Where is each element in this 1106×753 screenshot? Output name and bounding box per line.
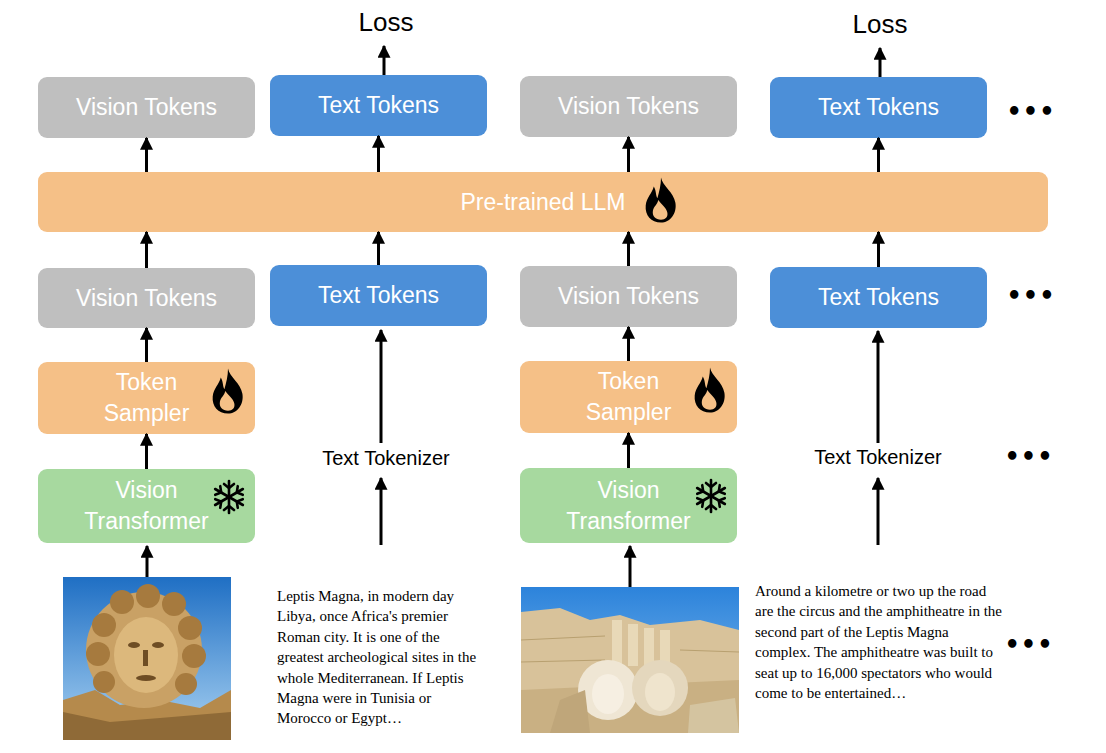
flow-arrow: [877, 232, 880, 267]
loss-label: Loss: [336, 7, 436, 38]
flow-arrow: [877, 138, 880, 172]
trainable-icon: [646, 178, 676, 223]
photo-sky: [521, 587, 739, 733]
photo-face: [114, 617, 178, 693]
loss-arrow: [383, 46, 386, 75]
node-text: Text Tokens: [318, 90, 439, 121]
tokenizer-arrow: [877, 331, 880, 443]
flow-arrow: [145, 434, 148, 469]
flow-arrow: [627, 137, 630, 172]
image-arrow: [629, 546, 632, 587]
flow-arrow: [145, 328, 148, 362]
text-arrow: [877, 478, 880, 545]
node-text: Vision Tokens: [76, 92, 217, 123]
node-text: Pre-trained LLM: [461, 187, 626, 218]
photo-hair: [86, 584, 206, 695]
photo-ground: [521, 680, 739, 733]
token-box: Text Tokens: [270, 265, 487, 326]
llm-band: Pre-trained LLM: [38, 172, 1048, 232]
photo-blocks: [521, 636, 739, 662]
photo-stone: [63, 690, 231, 740]
text-arrow: [380, 478, 383, 545]
sampler-box: Token Sampler: [520, 361, 737, 433]
photo-medusa: [63, 577, 231, 740]
flow-arrow: [627, 433, 630, 468]
photo-wall: [521, 608, 739, 733]
layout-arrows: [147, 46, 880, 587]
node-text: Text Tokens: [318, 280, 439, 311]
token-box: Vision Tokens: [520, 76, 737, 137]
photo-rubble: [550, 690, 590, 733]
flow-arrow: [627, 232, 630, 266]
sampler-box: Token Sampler: [38, 362, 255, 434]
loss-arrow: [879, 48, 882, 77]
ellipsis-mark: •••: [1001, 98, 1061, 126]
flow-arrow: [627, 327, 630, 361]
token-box: Vision Tokens: [38, 77, 255, 138]
flow-arrow: [145, 232, 148, 268]
token-box: Text Tokens: [770, 77, 987, 138]
photo-base: [63, 712, 231, 740]
document-text: Leptis Magna, in modern day Libya, once …: [277, 586, 484, 729]
photo-relief: [86, 592, 202, 708]
node-text: Token Sampler: [77, 367, 217, 429]
tokenizer-arrow: [380, 330, 383, 443]
node-text: Token Sampler: [559, 366, 699, 428]
photo-sky: [63, 577, 231, 740]
ellipsis-mark: •••: [999, 443, 1059, 471]
trainable-icon: [213, 369, 243, 414]
token-box: Text Tokens: [270, 75, 487, 136]
photo-face: [645, 673, 675, 711]
trainable-icon: [695, 368, 725, 413]
node-text: Text Tokens: [818, 282, 939, 313]
node-text: Text Tokens: [818, 92, 939, 123]
photo-features: [128, 642, 164, 681]
node-text: Vision Transformer: [559, 475, 699, 537]
edge-layer: [147, 136, 879, 469]
frozen-icon: [213, 481, 246, 513]
tokenizer-label: Text Tokenizer: [306, 447, 466, 470]
loss-label: Loss: [830, 9, 930, 40]
ellipsis-mark: •••: [1001, 282, 1061, 310]
image-arrow: [146, 546, 149, 577]
token-box: Vision Tokens: [520, 266, 737, 327]
photo-rubble: [688, 698, 739, 733]
photo-head: [578, 660, 638, 720]
node-text: Vision Tokens: [558, 91, 699, 122]
node-text: Vision Transformer: [77, 475, 217, 537]
node-text: Vision Tokens: [76, 283, 217, 314]
frozen-icon: [695, 480, 728, 512]
document-text: Around a kilometre or two up the road ar…: [755, 581, 1005, 703]
photo-ruins: [521, 587, 739, 733]
token-box: Vision Tokens: [38, 268, 255, 328]
photo-columns: [612, 620, 670, 666]
flow-arrow: [145, 138, 148, 172]
token-box: Text Tokens: [770, 267, 987, 328]
encoder-box: Vision Transformer: [38, 469, 255, 543]
encoder-box: Vision Transformer: [520, 468, 737, 543]
node-text: Vision Tokens: [558, 281, 699, 312]
ellipsis-mark: •••: [999, 631, 1059, 659]
photo-face: [592, 674, 624, 714]
tokenizer-label: Text Tokenizer: [798, 446, 958, 469]
flow-arrow: [377, 136, 380, 172]
photo-head: [632, 660, 688, 716]
flow-arrow: [377, 232, 380, 265]
